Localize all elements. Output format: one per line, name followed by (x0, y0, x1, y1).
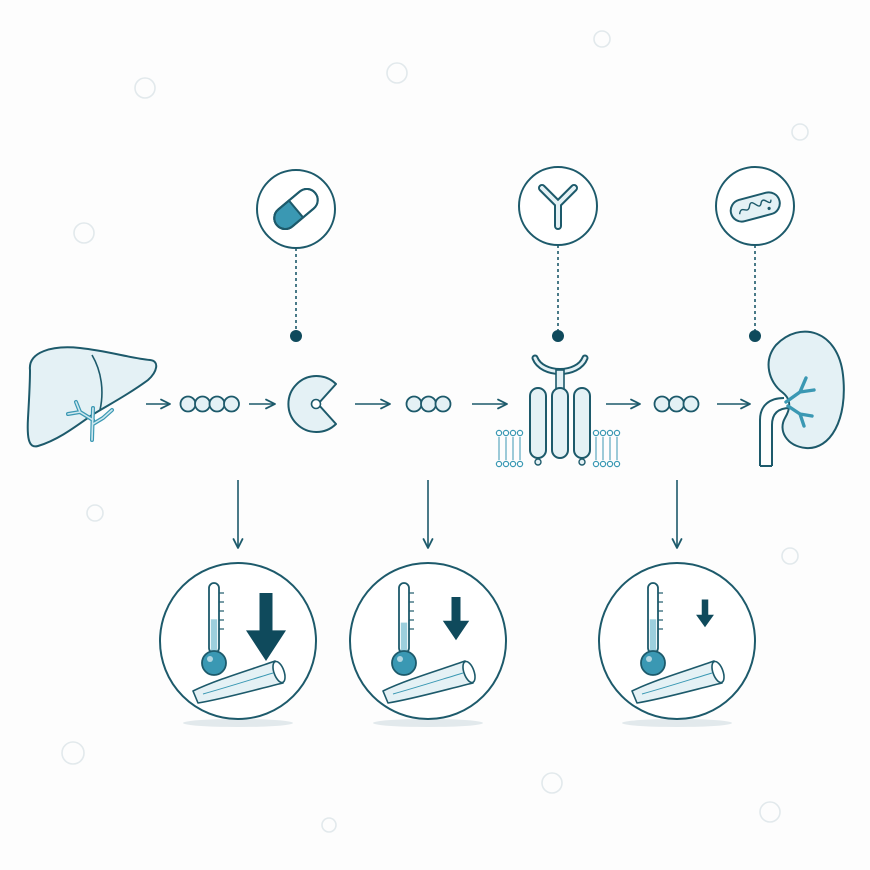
lipid-head (509, 460, 517, 468)
molecule-bead (405, 395, 423, 413)
modulator-pill (256, 169, 336, 342)
lipid-bilayer-left (495, 429, 524, 468)
lipid-head (599, 429, 607, 437)
thermometer-icon (640, 582, 666, 676)
thermometer-fill (649, 619, 657, 653)
outcome-circle (598, 562, 756, 720)
liver-icon (26, 346, 158, 448)
lipid-head (613, 460, 621, 468)
decrease-arrow-icon (696, 599, 714, 628)
thermometer-bulb (640, 650, 666, 676)
lipid-head (495, 460, 503, 468)
molecule-bead (668, 395, 685, 413)
molecule-bead (434, 395, 452, 413)
blood-vessel-icon (382, 660, 476, 704)
outcome-panel-1 (159, 562, 317, 727)
thermometer-icon (201, 582, 227, 676)
outcome-connectors (232, 480, 683, 549)
molecule-bead (223, 395, 240, 413)
panel-shadow (373, 719, 483, 727)
lipid-head (592, 429, 600, 437)
molecule-bead (179, 395, 197, 413)
molecule-bead (682, 395, 700, 413)
blood-vessel-icon (192, 660, 286, 704)
decrease-arrow-icon (442, 597, 470, 641)
molecule-chain-3b (653, 395, 700, 413)
kidney-icon (759, 330, 845, 467)
molecule-bead (653, 395, 671, 413)
thermometer-bulb (201, 650, 227, 676)
modulator-bacterium (715, 166, 795, 342)
lipid-head (613, 429, 621, 437)
decrease-arrow-icon (246, 593, 286, 661)
membrane-receptor-icon (495, 354, 621, 468)
thermometer-fill (210, 619, 218, 653)
lipid-head (502, 460, 510, 468)
outcome-panel-3 (598, 562, 756, 727)
outcome-circle (349, 562, 507, 720)
thermometer-icon (391, 582, 417, 676)
thermometer-bulb (391, 650, 417, 676)
outcome-panel-2 (349, 562, 507, 727)
antibody-icon (538, 184, 578, 230)
lipid-head (592, 460, 600, 468)
lipid-head (516, 460, 524, 468)
blood-vessel-icon (631, 660, 725, 704)
panel-shadow (183, 719, 293, 727)
lipid-head (502, 429, 510, 437)
modulator-antibody (518, 166, 598, 342)
lipid-bilayer-right (592, 429, 621, 468)
lipid-head (509, 429, 517, 437)
lipid-head (606, 460, 614, 468)
molecule-bead (194, 395, 211, 413)
outcome-panels (159, 562, 756, 727)
molecule-bead (420, 395, 437, 413)
pill-capsule-icon (273, 188, 319, 230)
panel-shadow (622, 719, 732, 727)
lipid-head (599, 460, 607, 468)
molecule-bead (208, 395, 226, 413)
enzyme-pacman-icon (287, 375, 337, 433)
molecule-chain-3a (405, 395, 452, 413)
bacterium-icon (729, 191, 781, 223)
lipid-head (516, 429, 524, 437)
background-bubbles (61, 30, 809, 833)
lipid-head (606, 429, 614, 437)
molecule-chain-4 (179, 395, 240, 413)
outcome-circle (159, 562, 317, 720)
thermometer-fill (400, 622, 408, 653)
lipid-head (495, 429, 503, 437)
